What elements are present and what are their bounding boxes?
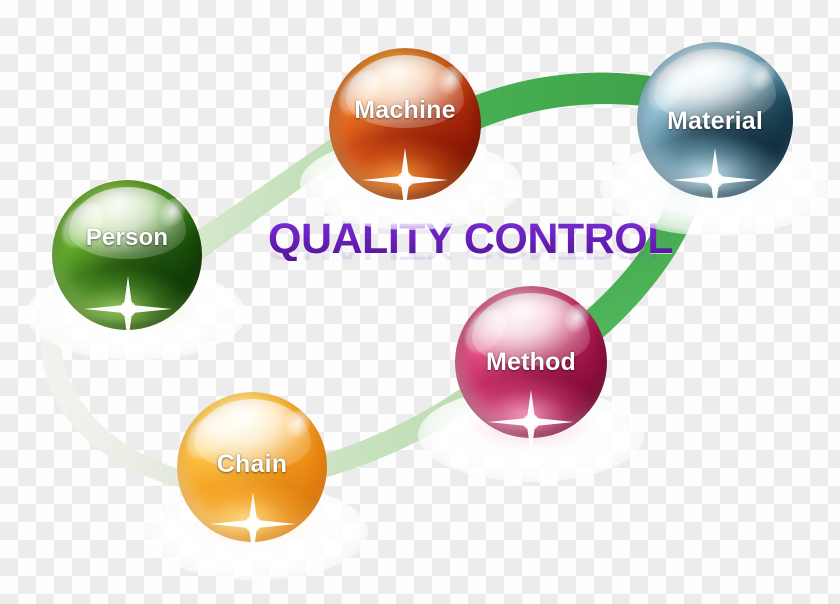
node-person-label: Person [85,224,169,251]
node-method-label: Method [485,348,577,376]
node-chain-label: Chain [216,450,288,478]
node-material-label: Material [666,107,764,135]
diagram-title-block: QUALITY CONTROL QUALITY CONTROL [268,218,673,305]
node-person-sphere[interactable] [52,180,202,330]
diagram-title-reflection: QUALITY CONTROL [268,237,673,264]
node-machine-label: Machine [354,96,456,124]
